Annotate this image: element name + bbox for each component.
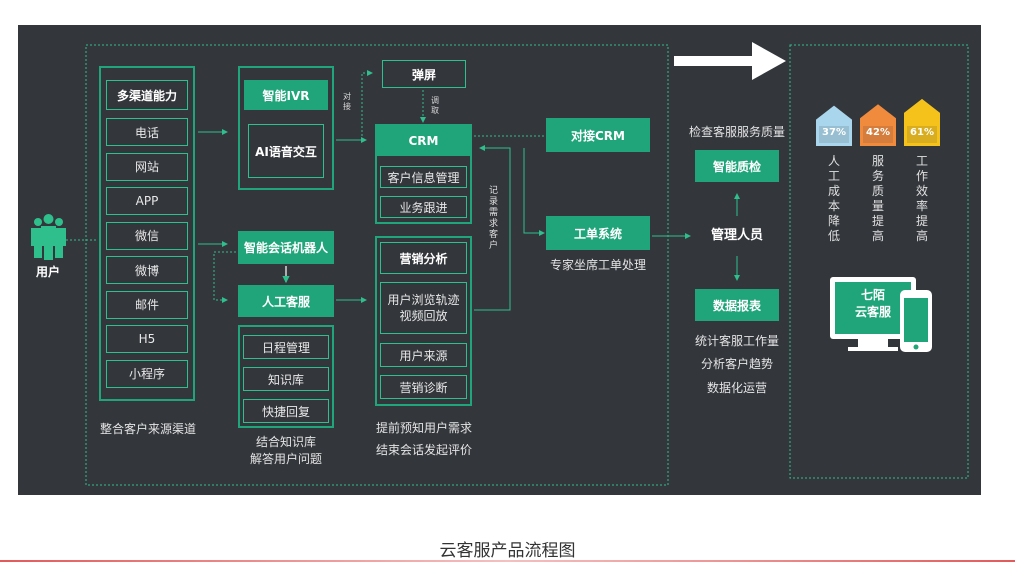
- report-caption-2: 分析客户趋势: [700, 357, 773, 371]
- stat-pentagon: [816, 105, 852, 146]
- report-caption-3: 数据化运营: [706, 381, 767, 395]
- ticket-caption: 专家坐席工单处理: [549, 258, 646, 272]
- product-line2: 云客服: [854, 305, 891, 319]
- channels-title: 多渠道能力: [106, 80, 188, 110]
- stat-percent: 61%: [910, 127, 934, 138]
- marketing-item-replay: 用户浏览轨迹视频回放: [380, 282, 467, 334]
- monitor-phone-icon: [830, 277, 932, 352]
- product-line1: 七陌: [860, 288, 885, 302]
- stat-inner: [863, 126, 893, 143]
- channel-item: 小程序: [106, 359, 188, 388]
- ivr-group: [238, 66, 334, 190]
- user-label: 用户: [35, 265, 60, 279]
- report-box: 数据报表: [695, 289, 779, 321]
- crm-item-customer: 客户信息管理: [380, 166, 467, 188]
- agent-tools-group: [238, 325, 334, 428]
- channel-item: 微博: [106, 256, 188, 284]
- channels-group: [99, 66, 195, 401]
- qa-box: 智能质检: [695, 150, 779, 182]
- stat-label: 工作效率提高: [915, 154, 928, 243]
- stat-percent: 37%: [822, 127, 846, 138]
- crm-item-followup: 业务跟进: [380, 196, 467, 218]
- channel-item: APP: [106, 187, 188, 215]
- agent-item-quickreply: 快捷回复: [243, 399, 329, 423]
- stat-pentagon: [904, 98, 940, 146]
- stat-label: 服务质量提高: [871, 154, 884, 243]
- qa-caption: 检查客服服务质量: [688, 125, 785, 139]
- marketing-item-source: 用户来源: [380, 343, 467, 367]
- marketing-caption-2: 结束会话发起评价: [375, 443, 472, 457]
- stat-inner: [907, 126, 937, 143]
- channel-item: 微信: [106, 221, 188, 250]
- marketing-caption-1: 提前预知用户需求: [375, 421, 472, 435]
- crm-connect-box: 对接CRM: [546, 118, 650, 152]
- agent-caption-2: 解答用户问题: [249, 452, 322, 466]
- stat-inner: [819, 126, 849, 143]
- user-group-icon: [31, 214, 66, 260]
- crm-group: [375, 124, 472, 224]
- channel-item: 电话: [106, 118, 188, 146]
- bottom-rule: [0, 560, 1015, 562]
- channels-caption: 整合客户来源渠道: [99, 422, 196, 436]
- bot-box: 智能会话机器人: [238, 231, 334, 264]
- big-arrow-icon: [674, 42, 786, 80]
- ivr-inner: AI语音交互: [248, 124, 324, 178]
- channel-item: 邮件: [106, 290, 188, 319]
- marketing-group: [375, 236, 472, 406]
- ticket-box: 工单系统: [546, 216, 650, 250]
- ivr-title: 智能IVR: [244, 80, 328, 110]
- results-border: [789, 44, 969, 479]
- popup-box: 弹屏: [382, 60, 466, 88]
- agent-box: 人工客服: [238, 285, 334, 317]
- channel-item: H5: [106, 325, 188, 353]
- agent-item-knowledge: 知识库: [243, 367, 329, 391]
- manager-label: 管理人员: [710, 228, 763, 243]
- system-border: [85, 44, 669, 486]
- marketing-item-diagnosis: 营销诊断: [380, 375, 467, 399]
- crm-title: CRM: [377, 126, 470, 156]
- stat-percent: 42%: [866, 127, 890, 138]
- channel-item: 网站: [106, 152, 188, 181]
- connect-label: 对接: [343, 92, 351, 111]
- agent-caption-1: 结合知识库: [255, 435, 316, 449]
- agent-item-schedule: 日程管理: [243, 335, 329, 359]
- record-label: 记录需求客户: [488, 186, 498, 251]
- report-caption-1: 统计客服工作量: [694, 334, 779, 348]
- stat-label: 人工成本降低: [827, 154, 840, 243]
- figure-caption: 云客服产品流程图: [439, 541, 576, 561]
- marketing-title: 营销分析: [380, 242, 467, 274]
- stat-pentagon: [860, 104, 896, 146]
- diagram-panel: [18, 25, 981, 495]
- fetch-label: 调取: [431, 96, 439, 115]
